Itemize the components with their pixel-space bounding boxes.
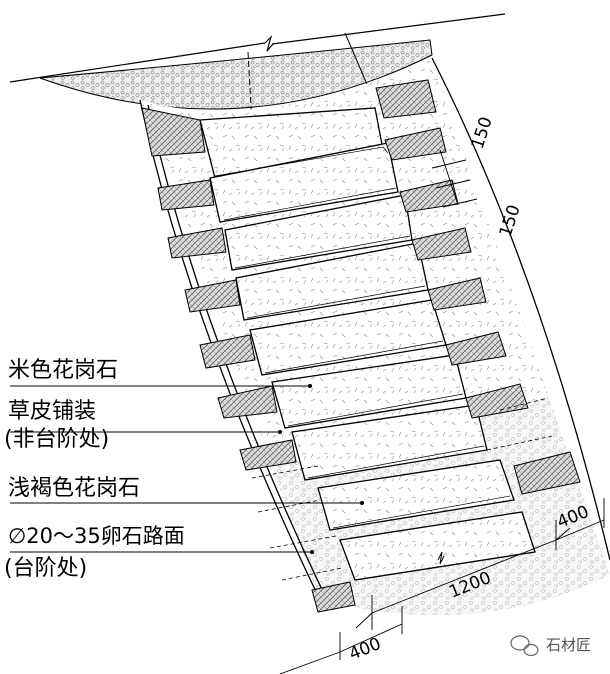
label-turf-paving: 草皮铺装 [8,399,96,424]
break-symbol [437,551,445,565]
dimension-lines [279,149,605,674]
dim-150-top: 150 [468,114,497,151]
dim-400-bottom: 400 [346,634,384,665]
label-light-brown-granite: 浅褐色花岗石 [8,476,140,501]
label-beige-granite: 米色花岗石 [8,358,118,383]
slab-inner-lines [214,146,511,529]
grass-right [311,79,581,613]
wechat-icon [510,635,539,657]
leader-dots [278,384,364,554]
watermark-text: 石材匠 [546,636,591,654]
step-zone-dashes [251,397,553,581]
path-edges [139,57,610,601]
grass-left [141,107,297,471]
label-pebble-note: (台阶处) [4,556,87,581]
label-pebble-surface: ∅20～35卵石路面 [8,524,185,548]
watermark: 石材匠 [510,635,591,657]
leader-lines [10,385,362,553]
label-turf-note: (非台阶处) [4,427,109,452]
